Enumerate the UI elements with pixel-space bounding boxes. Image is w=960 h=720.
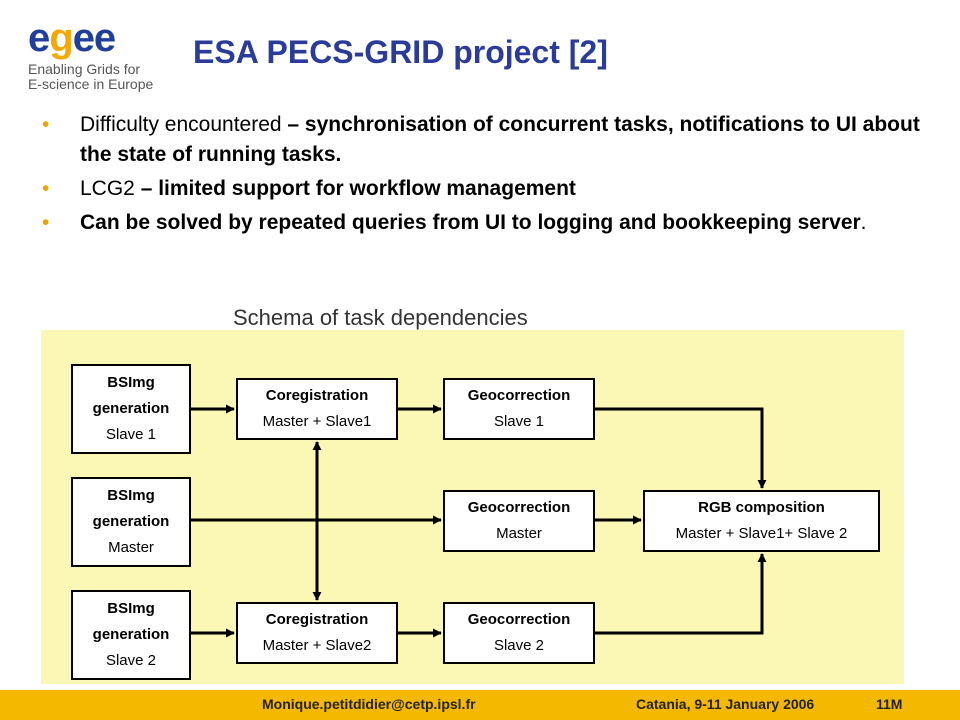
bullet-item: •LCG2 – limited support for workflow man… <box>40 174 920 204</box>
footer-event: Catania, 9-11 January 2006 <box>636 696 815 712</box>
bsimg-slave2-box: BSImg generation Slave 2 <box>71 590 191 680</box>
slide-title: ESA PECS-GRID project [2] <box>193 34 608 70</box>
geo-master-box: Geocorrection Master <box>443 490 595 552</box>
bullet-dot-icon: • <box>42 211 50 234</box>
logo-tagline-1: Enabling Grids for <box>28 61 141 77</box>
footer-slide-number: 11M <box>876 696 903 712</box>
footer-bar: Monique.petitdidier@cetp.ipsl.fr Catania… <box>0 690 960 720</box>
footer-email: Monique.petitdidier@cetp.ipsl.fr <box>262 696 476 712</box>
bullet-item: •Difficulty encountered – synchronisatio… <box>40 110 920 170</box>
bsimg-master-box: BSImg generation Master <box>71 477 191 567</box>
bullet-list: •Difficulty encountered – synchronisatio… <box>40 110 920 242</box>
geo-slave1-box: Geocorrection Slave 1 <box>443 378 595 440</box>
schema-title: Schema of task dependencies <box>233 305 528 330</box>
bullet-dot-icon: • <box>42 113 50 136</box>
bullet-dot-icon: • <box>42 177 50 200</box>
geo-slave2-box: Geocorrection Slave 2 <box>443 602 595 664</box>
rgb-composition-box: RGB composition Master + Slave1+ Slave 2 <box>643 490 880 552</box>
bsimg-slave1-box: BSImg generation Slave 1 <box>71 364 191 454</box>
coreg-slave1-box: Coregistration Master + Slave1 <box>236 378 398 440</box>
bullet-item: •Can be solved by repeated queries from … <box>40 208 920 238</box>
logo-wordmark: egee <box>28 16 116 60</box>
egee-logo: egee Enabling Grids for E-science in Eur… <box>28 18 158 98</box>
logo-tagline-2: E-science in Europe <box>28 76 154 92</box>
coreg-slave2-box: Coregistration Master + Slave2 <box>236 602 398 664</box>
